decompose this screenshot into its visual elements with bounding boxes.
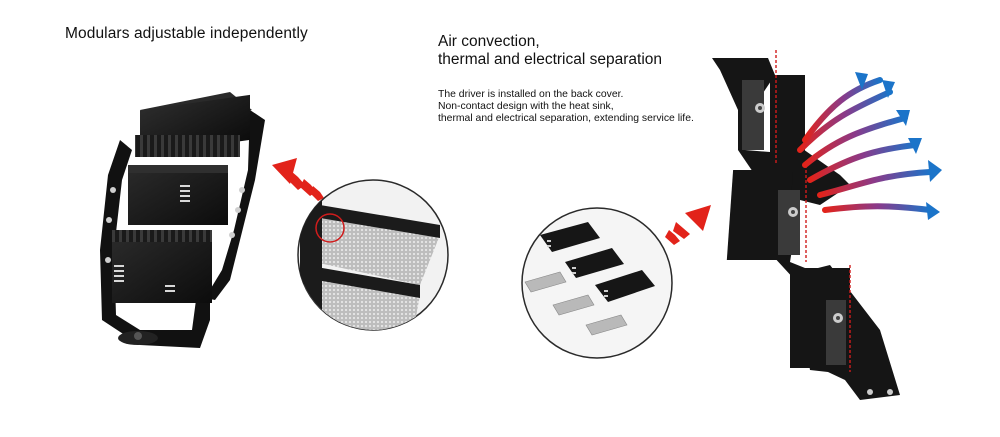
description-line3: thermal and electrical separation, exten… bbox=[438, 113, 694, 124]
heading-air-convection-line1: Air convection, bbox=[438, 33, 540, 50]
heading-modulars: Modulars adjustable independently bbox=[65, 25, 308, 42]
description-line1: The driver is installed on the back cove… bbox=[438, 89, 624, 100]
description-line2: Non-contact design with the heat sink, bbox=[438, 101, 614, 112]
heading-air-convection-line2: thermal and electrical separation bbox=[438, 51, 663, 68]
